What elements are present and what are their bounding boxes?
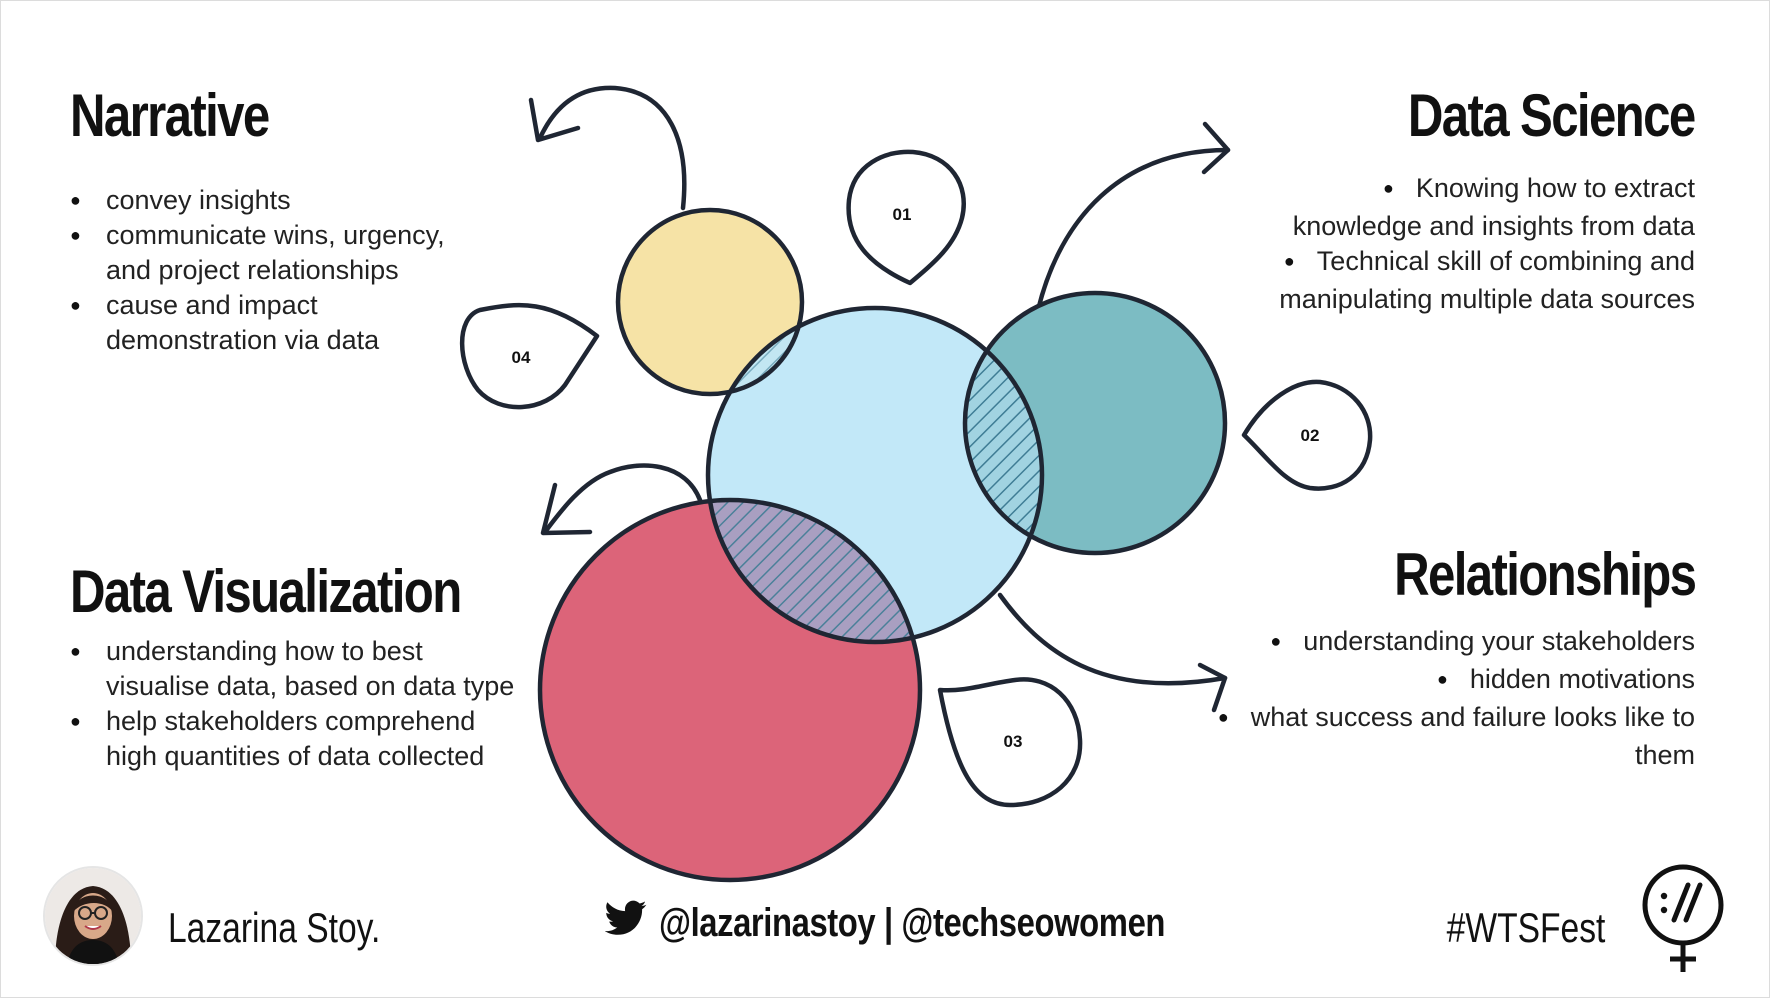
- arrow-narrative: [537, 85, 687, 211]
- marker-02-label: 02: [1301, 426, 1320, 445]
- marker-02-shape: [1241, 379, 1373, 491]
- bullet-item: understanding how to best visualise data…: [70, 634, 520, 704]
- handles-text: @lazarinastoy | @techseowomen: [659, 900, 1166, 945]
- bullet-item: Knowing how to extract knowledge and ins…: [1275, 171, 1695, 244]
- narrative-heading: Narrative: [70, 82, 270, 149]
- data-science-heading: Data Science: [1408, 82, 1696, 149]
- marker-01-label: 01: [893, 205, 912, 224]
- marker-03-shape: [937, 677, 1083, 808]
- bullet-item: help stakeholders comprehend high quanti…: [70, 704, 520, 774]
- bullet-item: what success and failure looks like to t…: [1175, 700, 1695, 773]
- bullet-item: cause and impact demonstration via data: [70, 288, 490, 358]
- marker-03-label: 03: [1004, 732, 1023, 751]
- social-handles: @lazarinastoy | @techseowomen: [604, 900, 1276, 946]
- data-visualization-bullets: understanding how to best visualise data…: [70, 634, 520, 774]
- data-science-bullets: Knowing how to extract knowledge and ins…: [1275, 171, 1695, 317]
- bullet-item: understanding your stakeholders: [1175, 624, 1695, 662]
- event-hashtag: #WTSFest: [1446, 904, 1605, 951]
- bullet-item: convey insights: [70, 183, 490, 218]
- arrow-data-visualization: [542, 463, 703, 535]
- circle-narrative: [618, 210, 802, 394]
- bullet-item: communicate wins, urgency, and project r…: [70, 218, 490, 288]
- wts-venus-logo-icon: [1638, 860, 1728, 975]
- relationships-heading: Relationships: [1393, 541, 1697, 608]
- arrowhead-data-science: [1201, 121, 1231, 175]
- presenter-name: Lazarina Stoy.: [168, 904, 381, 951]
- bullet-item: Technical skill of combining and manipul…: [1275, 244, 1695, 317]
- arrowhead-data-visualization: [540, 482, 593, 536]
- relationships-bullets: understanding your stakeholders hidden m…: [1175, 624, 1695, 773]
- arrowhead-narrative: [528, 97, 581, 143]
- twitter-bird-icon: [604, 900, 647, 946]
- narrative-bullets: convey insights communicate wins, urgenc…: [70, 183, 490, 358]
- marker-04-shape: [459, 302, 600, 410]
- marker-01-shape: [846, 149, 966, 286]
- marker-04-label: 04: [512, 348, 531, 367]
- overlap-data-visualization: [708, 500, 920, 642]
- arrow-data-science: [1035, 147, 1231, 313]
- avatar: [43, 866, 143, 966]
- bullet-item: hidden motivations: [1175, 662, 1695, 700]
- data-visualization-heading: Data Visualization: [70, 558, 462, 625]
